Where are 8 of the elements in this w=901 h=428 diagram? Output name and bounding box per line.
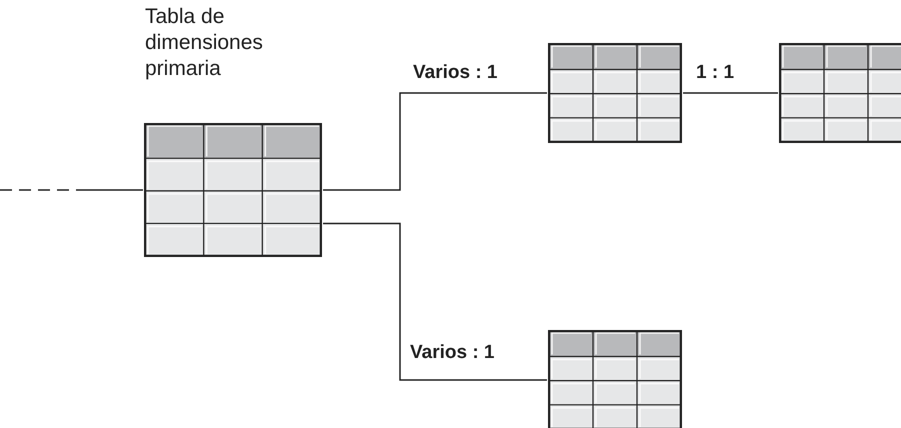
connector-line bbox=[323, 222, 547, 381]
table-drawing bbox=[548, 43, 684, 145]
table-heading: Tabla de dimensiones primaria bbox=[145, 4, 264, 82]
connector-line bbox=[323, 92, 547, 191]
table-drawing bbox=[779, 43, 901, 145]
connector-line bbox=[0, 189, 143, 191]
connector-line bbox=[683, 92, 778, 94]
table-drawing bbox=[548, 330, 684, 428]
